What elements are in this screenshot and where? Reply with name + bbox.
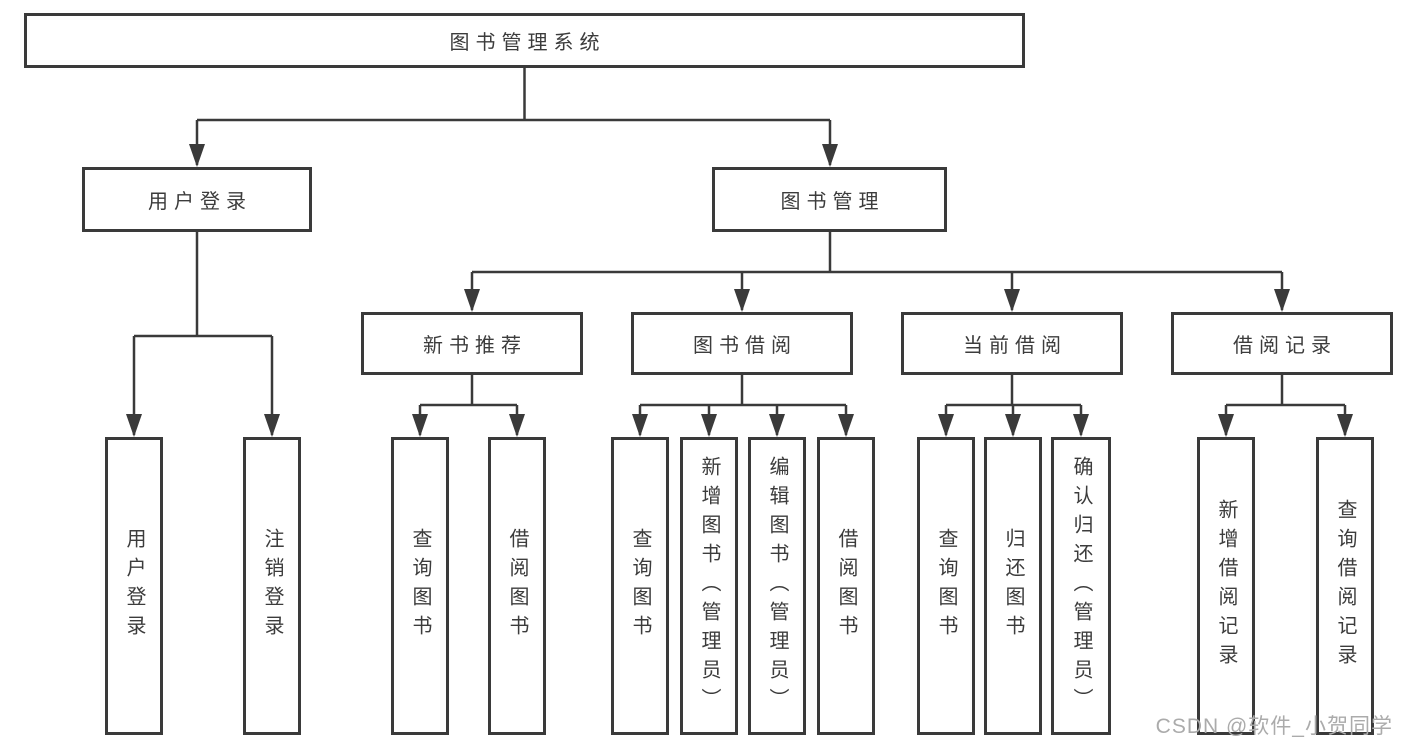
node-root-label: 图书管理系统 [449,32,606,54]
arrowhead-down [264,414,280,437]
watermark: CSDN @软件_小贺同学 [1155,715,1393,738]
node-current-borrowing-label: 当前借阅 [963,335,1067,357]
leaf-confirm-return-admin-label: 确认归还（管理员） [1070,455,1092,717]
node-user-login-label: 用户登录 [148,191,252,213]
arrowhead-down [838,414,854,437]
leaf-logout: 注销登录 [243,437,301,735]
leaf-user-login: 用户登录 [105,437,163,735]
arrowhead-down [701,414,717,437]
arrowhead-down [769,414,785,437]
leaf-add-book-admin-label: 新增图书（管理员） [698,455,720,717]
arrowhead-down [734,289,750,312]
leaf-add-book-admin: 新增图书（管理员） [680,437,738,735]
leaf-return-books-label: 归还图书 [1002,528,1024,644]
leaf-borrow-books-1: 借阅图书 [488,437,546,735]
leaf-query-books-2-label: 查询图书 [629,528,651,644]
node-book-management: 图书管理 [712,167,947,232]
leaf-query-borrow-record: 查询借阅记录 [1316,437,1374,735]
leaf-query-borrow-record-label: 查询借阅记录 [1334,499,1356,673]
node-book-borrowing: 图书借阅 [631,312,853,375]
leaf-user-login-label: 用户登录 [123,528,145,644]
leaf-borrow-books-2: 借阅图书 [817,437,875,735]
connector-path [132,68,1347,435]
arrowhead-down [1005,414,1021,437]
arrowhead-down [509,414,525,437]
arrowhead-down [1004,289,1020,312]
arrowheads [126,144,1353,437]
leaf-add-borrow-record: 新增借阅记录 [1197,437,1255,735]
node-new-book-recommend-label: 新书推荐 [423,335,527,357]
leaf-edit-book-admin-label: 编辑图书（管理员） [766,455,788,717]
node-current-borrowing: 当前借阅 [901,312,1123,375]
arrowhead-down [632,414,648,437]
node-borrowing-records: 借阅记录 [1171,312,1393,375]
leaf-logout-label: 注销登录 [261,528,283,644]
leaf-query-books-1-label: 查询图书 [409,528,431,644]
leaf-query-books-2: 查询图书 [611,437,669,735]
arrowhead-down [126,414,142,437]
node-new-book-recommend: 新书推荐 [361,312,583,375]
arrowhead-down [1337,414,1353,437]
leaf-edit-book-admin: 编辑图书（管理员） [748,437,806,735]
node-borrowing-records-label: 借阅记录 [1233,335,1337,357]
leaf-query-books-3: 查询图书 [917,437,975,735]
node-book-management-label: 图书管理 [780,191,885,213]
arrowhead-down [1218,414,1234,437]
leaf-borrow-books-1-label: 借阅图书 [506,528,528,644]
arrowhead-down [1073,414,1089,437]
arrowhead-down [1274,289,1290,312]
node-book-borrowing-label: 图书借阅 [693,335,797,357]
node-user-login: 用户登录 [82,167,312,232]
arrowhead-down [822,144,838,167]
arrowhead-down [189,144,205,167]
arrowhead-down [412,414,428,437]
node-root: 图书管理系统 [24,13,1025,68]
arrowhead-down [464,289,480,312]
leaf-query-books-1: 查询图书 [391,437,449,735]
leaf-return-books: 归还图书 [984,437,1042,735]
leaf-borrow-books-2-label: 借阅图书 [835,528,857,644]
arrowhead-down [938,414,954,437]
leaf-query-books-3-label: 查询图书 [935,528,957,644]
leaf-add-borrow-record-label: 新增借阅记录 [1215,499,1237,673]
leaf-confirm-return-admin: 确认归还（管理员） [1051,437,1111,735]
